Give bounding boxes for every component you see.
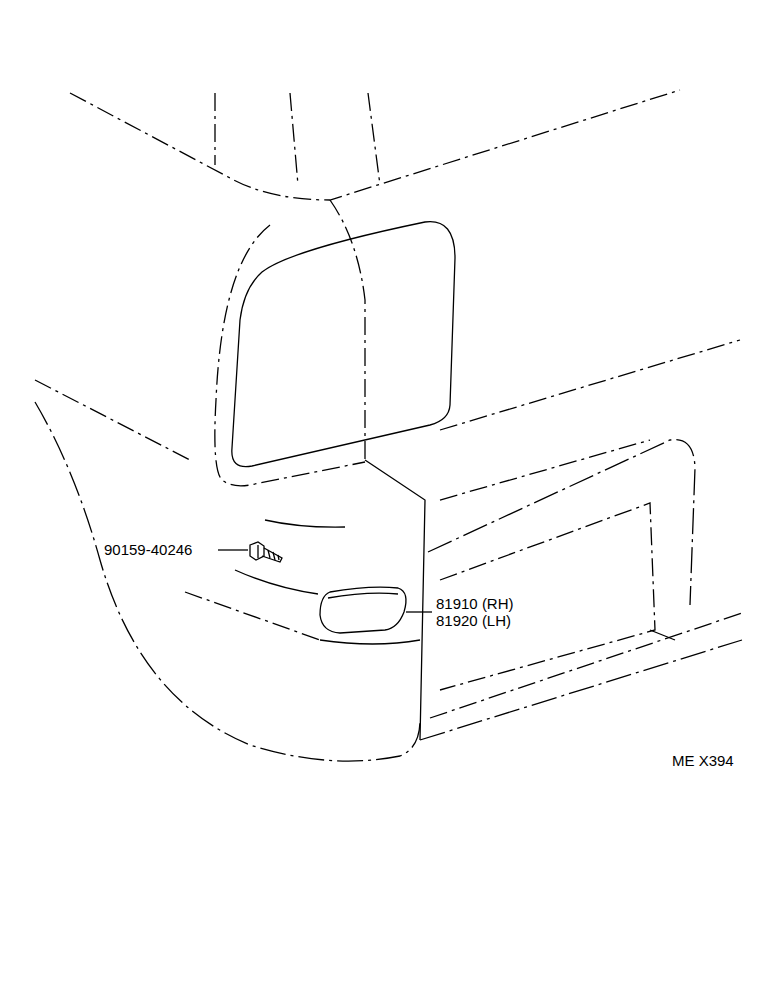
leader-line [406, 611, 432, 612]
screw-symbol [250, 542, 282, 562]
part-number: 90159-40246 [103, 541, 193, 558]
part-number: 81920 (LH) [435, 612, 512, 629]
leader-line [218, 549, 248, 550]
side-marker-lamp [320, 587, 406, 633]
diagram-code: ME X394 [671, 752, 735, 769]
part-number: 81910 (RH) [435, 595, 515, 612]
